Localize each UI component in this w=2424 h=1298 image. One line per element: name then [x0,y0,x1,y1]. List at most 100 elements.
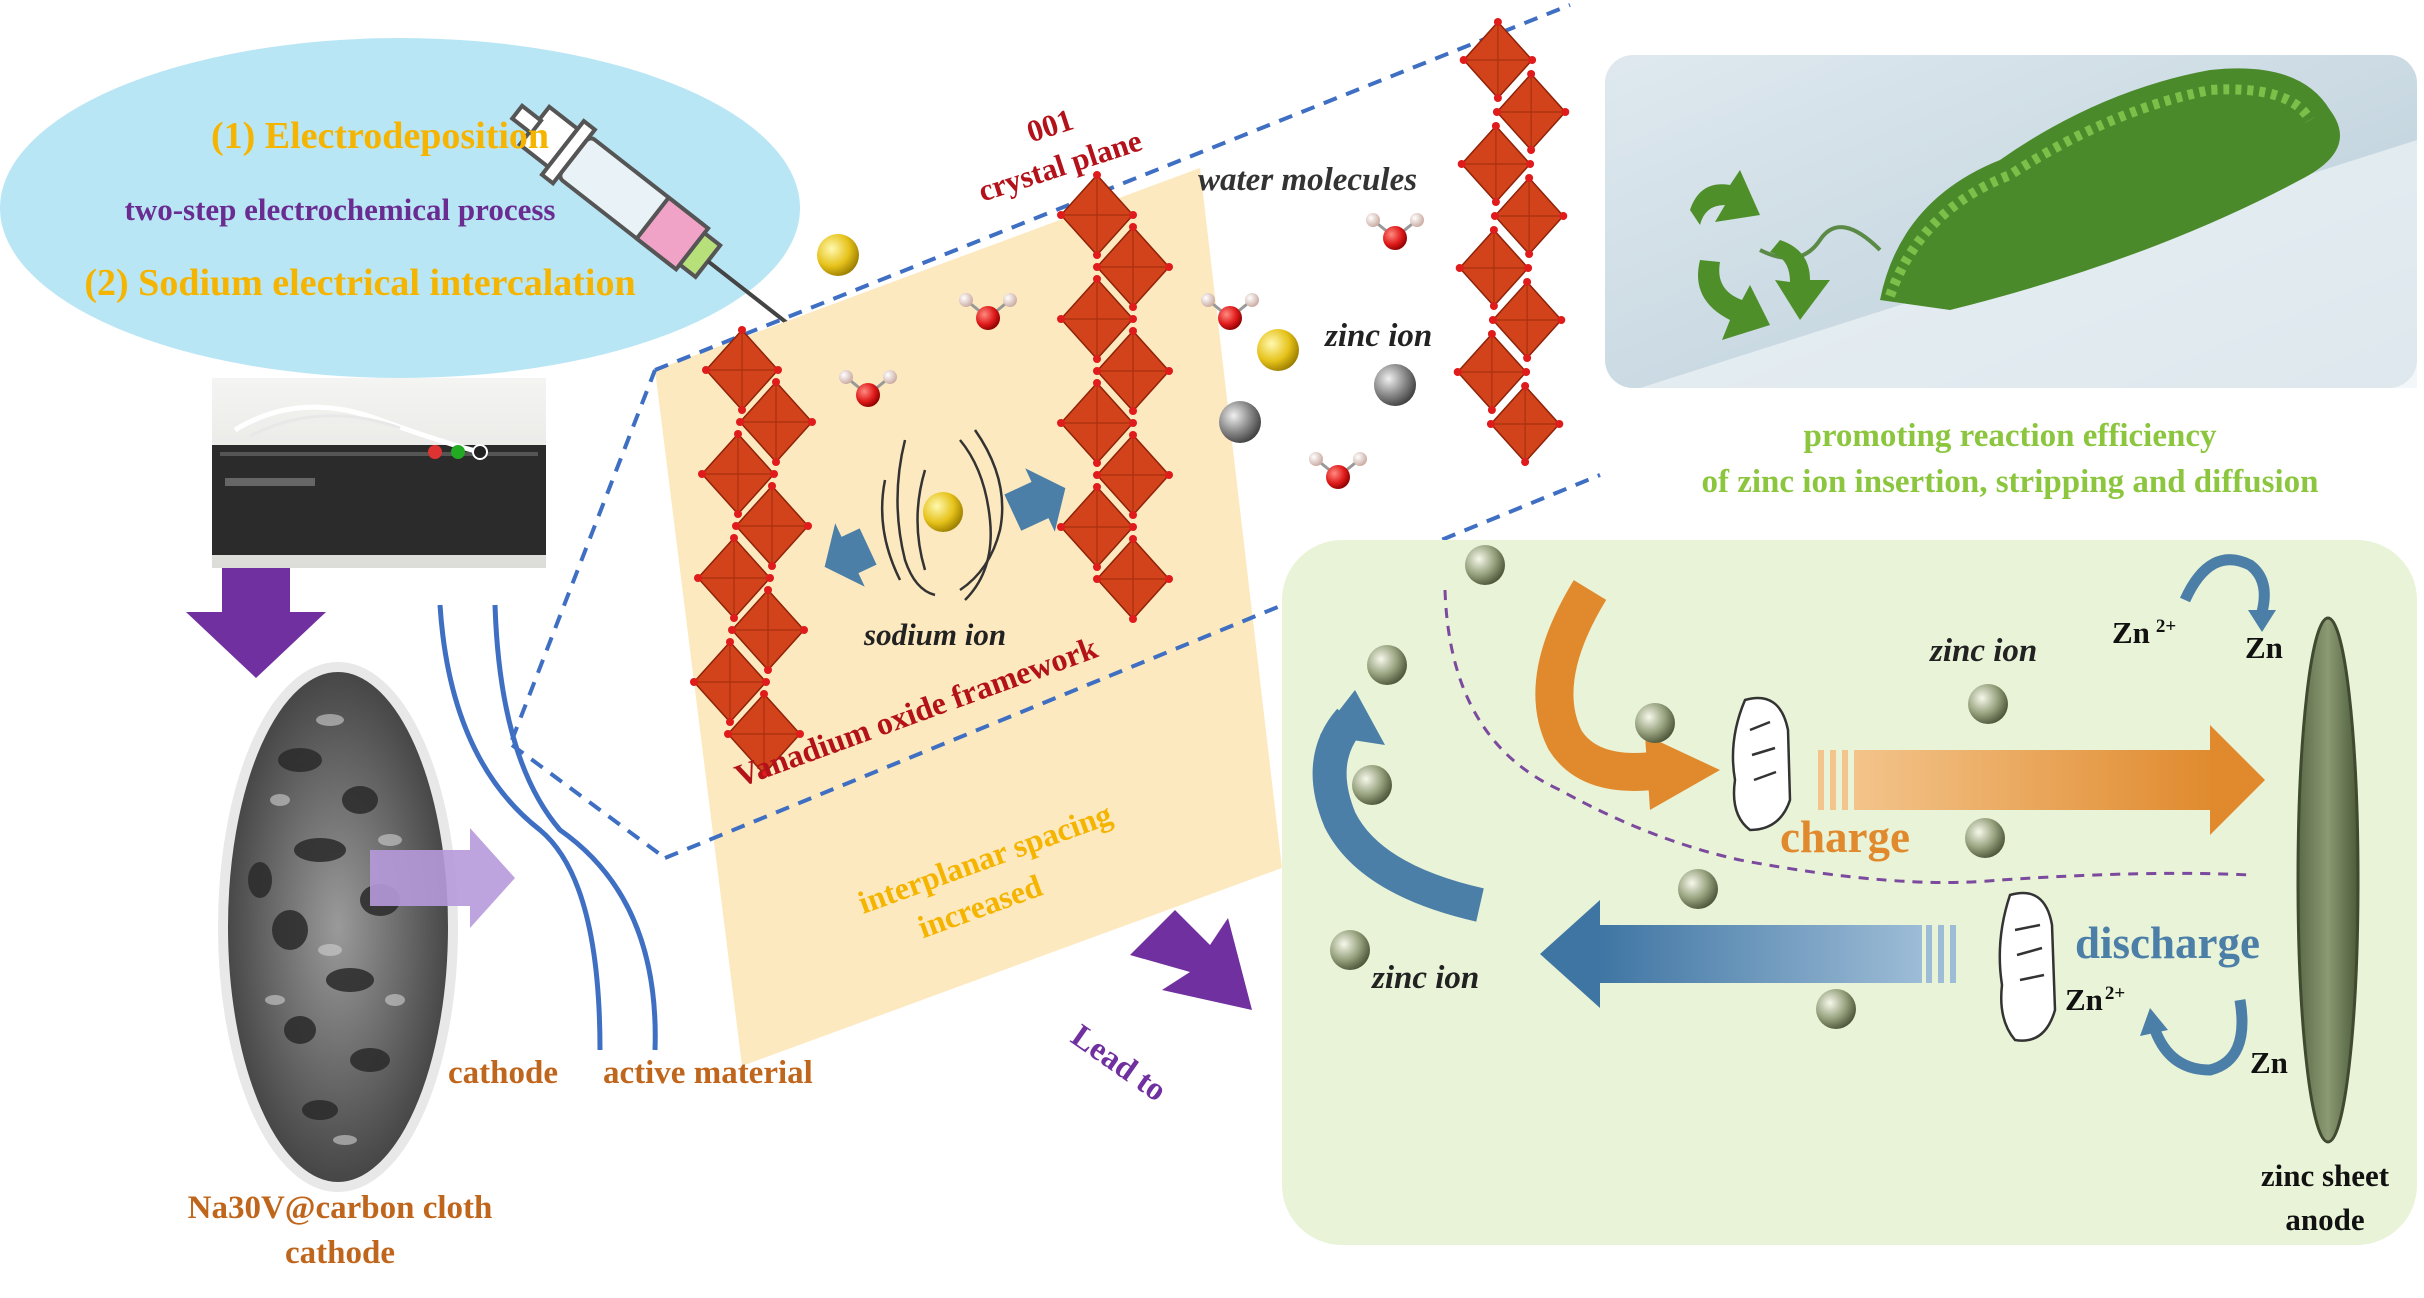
oxygen-atom [1557,316,1566,324]
down-arrow [186,568,326,678]
oxygen-atom [774,366,782,374]
discharge-curve-arrowhead [1320,690,1385,745]
oxygen-atom [1093,251,1101,259]
charge-hand-icon [1731,696,1792,832]
oxygen-atom [724,730,732,738]
oxygen-atom [760,770,768,778]
sodium-arrow-left [824,523,877,587]
oxygen-atom [1457,160,1466,168]
oxygen-atom [1493,18,1502,26]
oxygen-atom [728,626,736,634]
oxygen-atom [1486,420,1495,428]
hydrogen-atom [1003,293,1017,307]
zn2-top-text: Zn [2112,615,2150,650]
octahedra-chain-left [690,326,816,778]
oxygen-atom [1218,306,1242,330]
zinc-anode [2296,616,2360,1144]
zinc-ion-label-structure: zinc ion [1325,318,1433,354]
efficiency-line1: promoting reaction efficiency [1803,418,2217,454]
zoom-lines [510,3,1601,860]
zn-top-label: Zn [2245,630,2283,665]
lead-to-arrow [1130,910,1252,1010]
water-molecule [1201,293,1259,330]
oxygen-atom [1559,212,1568,220]
zinc-ion [1968,684,2008,724]
oxygen-atom [738,326,746,334]
oxygen-atom [1165,263,1173,271]
oxygen-atom [1528,56,1537,64]
oxygen-atom [1524,264,1533,272]
oxygen-atom [1093,171,1101,179]
oxygen-atom [1093,483,1101,491]
oxygen-atom [770,470,778,478]
oxygen-atom [764,666,772,674]
oxygen-atom [1093,275,1101,283]
zinc-ion [1219,401,1261,443]
oxygen-atom [1492,108,1501,116]
hydrogen-atom [959,293,973,307]
oxygen-atom [762,678,770,686]
oxygen-atom [1129,511,1137,519]
oxygen-atom [1523,354,1532,362]
oxygen-atom [1493,94,1502,102]
oxygen-atom [698,470,706,478]
oxygen-atom [808,418,816,426]
syringe-icon [509,103,796,331]
battery-zinc-ion-top: zinc ion [1930,633,2038,669]
oxygen-atom [1383,226,1407,250]
oxygen-atom [702,366,710,374]
zinc-ion [1635,703,1675,743]
hydrogen-atom [839,370,853,384]
charge-curve-arrow [1535,580,1663,791]
oxygen-atom [1129,211,1137,219]
oxygen-atom [1455,264,1464,272]
oxygen-atom [726,718,734,726]
oxygen-atom [1487,330,1496,338]
oxygen-atom [1129,223,1137,231]
oxygen-atom [1129,523,1137,531]
oxygen-atom [1057,211,1065,219]
workstation-photo [212,378,546,568]
oxygen-atom [1093,367,1101,375]
oxygen-atom [1522,368,1531,376]
zn2-top-sup: 2+ [2155,615,2177,637]
sodium-ion [1257,329,1299,371]
oxygen-atom [1093,355,1101,363]
sodium-ion [817,234,859,276]
oxygen-atom [1057,419,1065,427]
oxygen-atom [1526,160,1535,168]
oxygen-atom [772,458,780,466]
zinc-ion [1367,645,1407,685]
anode-label-line1: zinc sheet [2260,1158,2390,1193]
cathode-label: cathode [448,1055,558,1091]
synthesis-step2: (2) Sodium electrical intercalation [84,262,636,304]
oxygen-atom [1561,108,1570,116]
oxygen-atom [732,522,740,530]
sem-arrow [370,828,515,928]
hydrogen-atom [1410,213,1424,227]
oxygen-atom [730,614,738,622]
oxygen-atom [768,482,776,490]
oxygen-atom [856,383,880,407]
oxygen-atom [1165,471,1173,479]
water-molecule [959,293,1017,330]
oxygen-atom [734,430,742,438]
oxygen-atom [800,626,808,634]
oxygen-atom [1093,563,1101,571]
oxygen-atom [1521,382,1530,390]
oxygen-atom [1129,535,1137,543]
zinc-ion [1816,989,1856,1029]
oxygen-atom [1489,302,1498,310]
hydrogen-atom [1245,293,1259,307]
discharge-arrow [1540,900,1956,1008]
sem-image [218,662,458,1192]
oxygen-atom [734,510,742,518]
oxygen-atom [736,418,744,426]
oxygen-atom [1129,431,1137,439]
efficiency-line2: of zinc ion insertion, stripping and dif… [1701,464,2319,500]
zn-cycle-arrow-top [2179,554,2270,614]
octahedra-chain-right [1453,18,1570,466]
